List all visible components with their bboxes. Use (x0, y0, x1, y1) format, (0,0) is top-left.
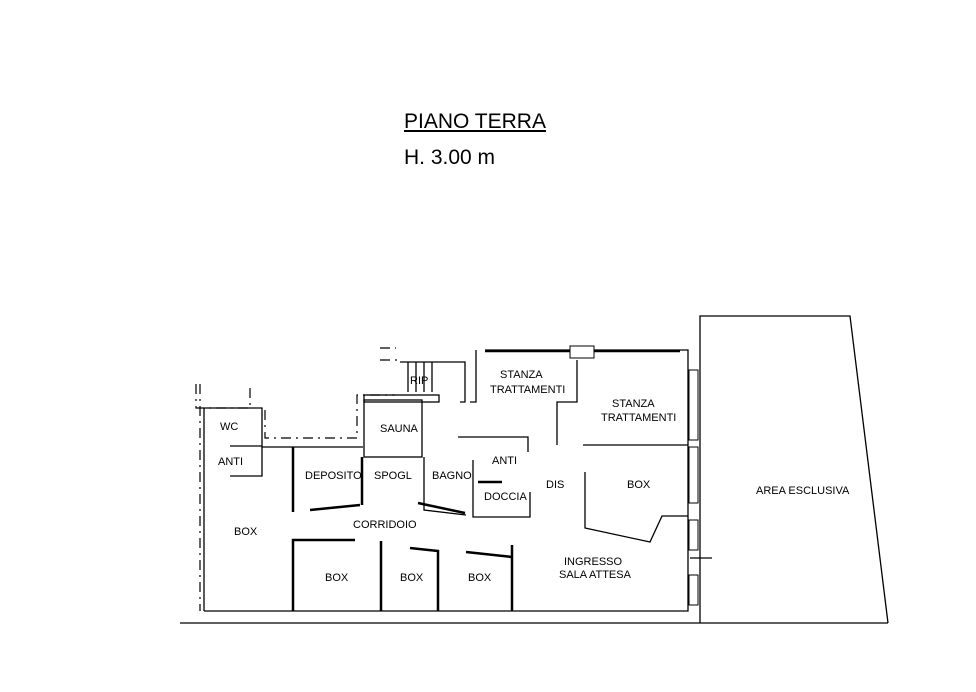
room-sala-attesa: SALA ATTESA (559, 569, 632, 581)
room-deposito: DEPOSITO (305, 470, 362, 482)
room-bagno: BAGNO (432, 470, 472, 482)
room-box-1: BOX (325, 572, 349, 584)
room-rip: RIP (410, 375, 428, 387)
room-stanza-1-sub: TRATTAMENTI (490, 384, 565, 396)
room-anti-2: ANTI (492, 455, 517, 467)
room-box-right: BOX (627, 479, 651, 491)
room-stanza-2: STANZA (612, 398, 655, 410)
room-sauna: SAUNA (380, 423, 419, 435)
room-stanza-1: STANZA (500, 369, 543, 381)
room-box-left: BOX (234, 526, 258, 538)
room-stanza-2-sub: TRATTAMENTI (601, 412, 676, 424)
room-box-3: BOX (468, 572, 492, 584)
walls (180, 315, 889, 624)
plan-height: H. 3.00 m (404, 146, 496, 169)
room-corridoio: CORRIDOIO (353, 519, 417, 531)
room-ingresso: INGRESSO (564, 556, 623, 568)
room-area-esclusiva: AREA ESCLUSIVA (756, 485, 850, 497)
plan-title: PIANO TERRA (404, 110, 546, 133)
room-wc: WC (220, 421, 238, 433)
room-anti-1: ANTI (218, 456, 243, 468)
room-spogl: SPOGL (374, 470, 412, 482)
room-dis: DIS (546, 479, 564, 491)
room-doccia: DOCCIA (484, 491, 527, 503)
room-box-2: BOX (400, 572, 424, 584)
